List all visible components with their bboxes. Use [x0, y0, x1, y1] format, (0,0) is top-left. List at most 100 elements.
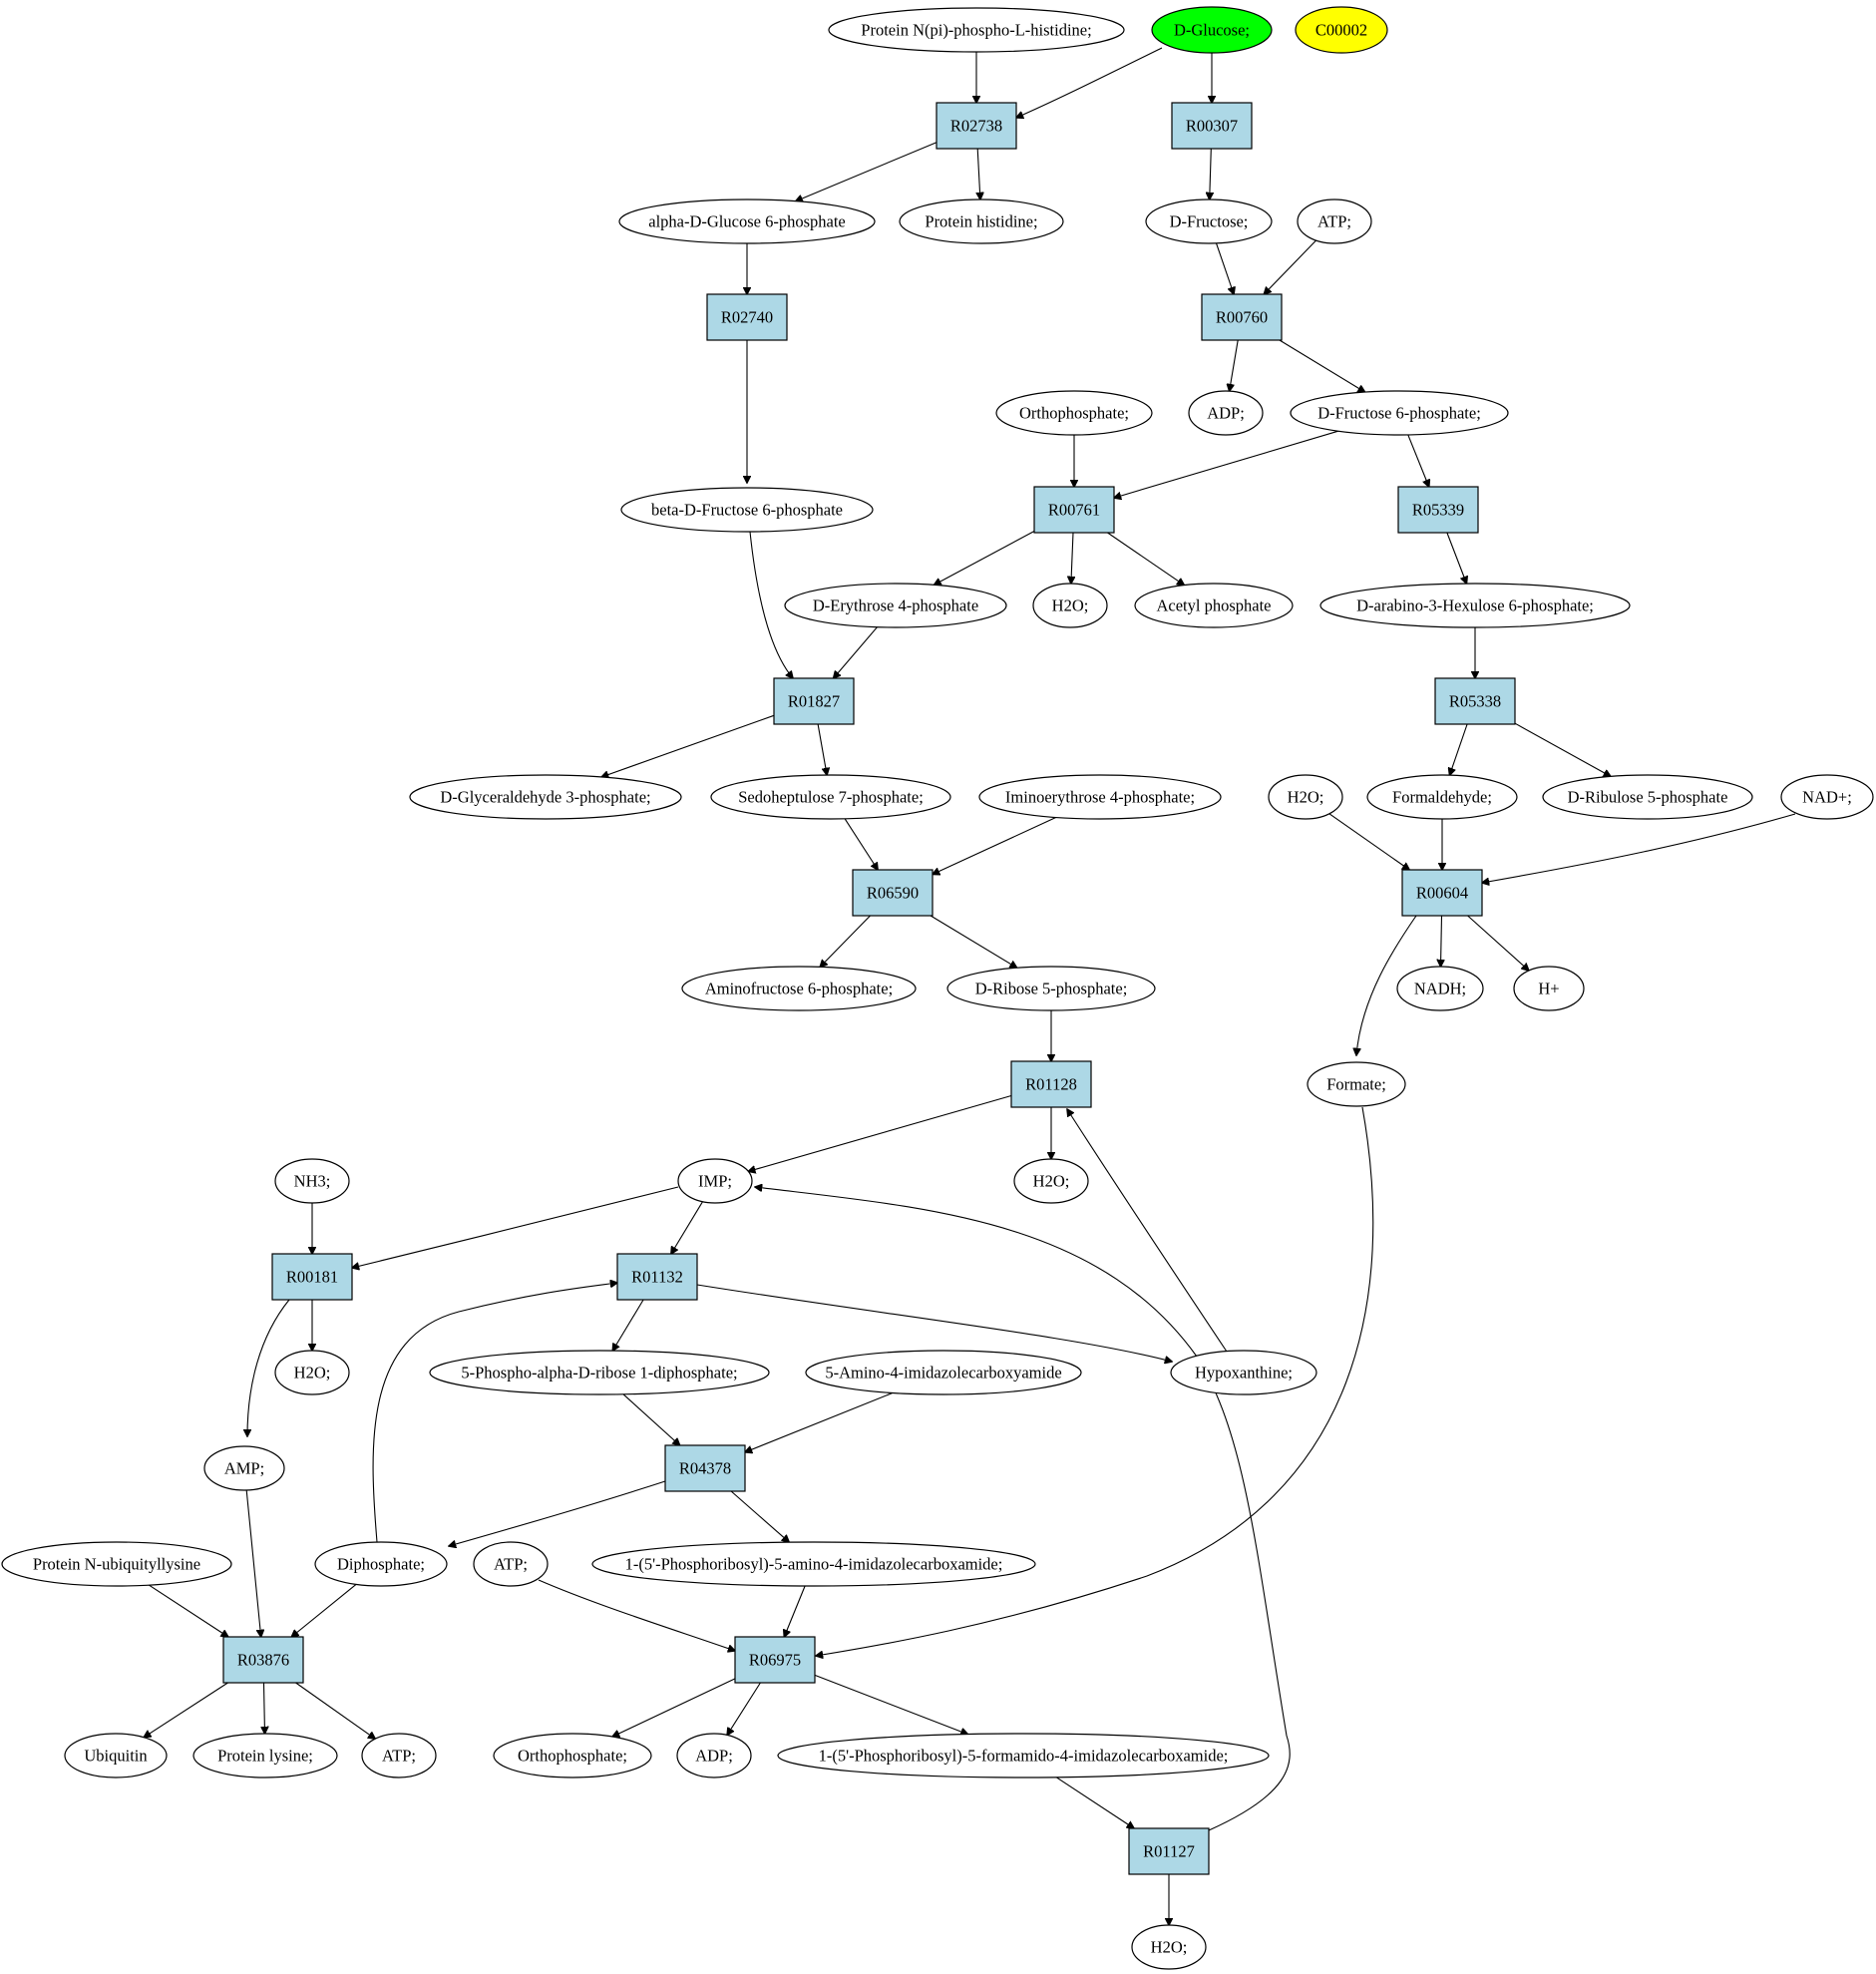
- reaction-node-r01127[interactable]: R01127: [1128, 1827, 1210, 1875]
- metabolite-node-acetyl-phosphate[interactable]: Acetyl phosphate: [1134, 583, 1294, 628]
- metabolite-ellipse: [473, 1541, 549, 1587]
- reaction-node-r05338[interactable]: R05338: [1434, 677, 1516, 725]
- metabolite-node-orthophosphate-bottom[interactable]: Orthophosphate;: [493, 1733, 652, 1778]
- metabolite-node-nad-plus[interactable]: NAD+;: [1780, 774, 1874, 820]
- metabolite-node-ubiquitin[interactable]: Ubiquitin: [64, 1733, 168, 1778]
- metabolite-node-d-glyceraldehyde-3p[interactable]: D-Glyceraldehyde 3-phosphate;: [409, 774, 682, 820]
- metabolite-node-beta-d-fructose-6p[interactable]: beta-D-Fructose 6-phosphate: [620, 487, 874, 533]
- node-label: R01827: [788, 692, 840, 711]
- reaction-node-r02740[interactable]: R02740: [706, 293, 788, 341]
- reaction-node-r00604[interactable]: R00604: [1401, 869, 1483, 917]
- reaction-node-r01132[interactable]: R01132: [616, 1253, 698, 1301]
- metabolite-node-iminoerythrose-4p[interactable]: Iminoerythrose 4-phosphate;: [978, 774, 1222, 820]
- metabolite-node-nadh[interactable]: NADH;: [1396, 966, 1484, 1011]
- metabolite-node-d-glucose[interactable]: D-Glucose;: [1151, 6, 1273, 54]
- reaction-node-r00761[interactable]: R00761: [1033, 486, 1115, 534]
- reaction-node-r01128[interactable]: R01128: [1010, 1060, 1092, 1108]
- metabolite-node-h2o-c[interactable]: H2O;: [1013, 1158, 1089, 1204]
- metabolite-node-aminofructose-6p[interactable]: Aminofructose 6-phosphate;: [681, 966, 917, 1011]
- metabolite-node-atp-bottom[interactable]: ATP;: [361, 1733, 437, 1778]
- metabolite-node-protein-npi-phospho-his[interactable]: Protein N(pi)-phospho-L-histidine;: [828, 7, 1125, 53]
- metabolite-node-d-ribose-5p[interactable]: D-Ribose 5-phosphate;: [946, 966, 1156, 1011]
- reaction-node-r05339[interactable]: R05339: [1397, 486, 1479, 534]
- metabolite-ellipse: [978, 774, 1222, 820]
- metabolite-node-protein-n-ubiquityllysine[interactable]: Protein N-ubiquityllysine: [1, 1541, 232, 1587]
- node-label: R00307: [1186, 117, 1238, 136]
- node-label: AMP;: [224, 1459, 264, 1478]
- reaction-node-r03876[interactable]: R03876: [222, 1636, 304, 1684]
- metabolite-node-aicar[interactable]: 1-(5'-Phosphoribosyl)-5-amino-4-imidazol…: [591, 1541, 1036, 1587]
- metabolite-node-d-fructose-6p[interactable]: D-Fructose 6-phosphate;: [1290, 390, 1509, 436]
- metabolite-ellipse: [1295, 6, 1388, 54]
- metabolite-node-formaldehyde[interactable]: Formaldehyde;: [1366, 774, 1518, 820]
- edge-r06590-to-d-ribose-5p: [930, 915, 1017, 968]
- edge-sedoheptulose-7p-to-r06590: [844, 818, 878, 870]
- reaction-node-r06975[interactable]: R06975: [734, 1636, 816, 1684]
- reaction-node-r00307[interactable]: R00307: [1171, 102, 1253, 150]
- metabolite-node-diphosphate[interactable]: Diphosphate;: [314, 1541, 448, 1587]
- metabolite-node-h2o-d[interactable]: H2O;: [274, 1350, 350, 1395]
- metabolite-node-h2o-a[interactable]: H2O;: [1032, 583, 1108, 628]
- metabolite-node-h2o-b[interactable]: H2O;: [1268, 774, 1343, 820]
- metabolite-node-amp[interactable]: AMP;: [203, 1445, 285, 1491]
- metabolite-ellipse: [1188, 390, 1264, 436]
- metabolite-node-nh3[interactable]: NH3;: [274, 1158, 350, 1204]
- reaction-node-r06590[interactable]: R06590: [852, 869, 934, 917]
- metabolite-ellipse: [1307, 1061, 1406, 1107]
- node-label: Hypoxanthine;: [1195, 1364, 1293, 1382]
- edge-r01827-to-sedoheptulose-7p: [817, 723, 827, 775]
- metabolite-node-h2o-e[interactable]: H2O;: [1131, 1924, 1207, 1970]
- edge-r00604-to-formate: [1356, 915, 1417, 1055]
- edge-imp-to-r00181: [352, 1186, 679, 1268]
- metabolite-node-formate[interactable]: Formate;: [1307, 1061, 1406, 1107]
- metabolite-node-faicar[interactable]: 1-(5'-Phosphoribosyl)-5-formamido-4-imid…: [777, 1733, 1270, 1778]
- metabolite-node-protein-histidine[interactable]: Protein histidine;: [899, 198, 1064, 244]
- metabolite-node-adp-bottom[interactable]: ADP;: [676, 1733, 752, 1778]
- edge-d-fructose-6p-to-r05339: [1407, 434, 1429, 487]
- metabolite-node-atp-top[interactable]: ATP;: [1297, 198, 1372, 244]
- metabolite-ellipse: [274, 1350, 350, 1395]
- reaction-node-r00760[interactable]: R00760: [1201, 293, 1283, 341]
- metabolite-node-d-arabino-3-hexulose-6p[interactable]: D-arabino-3-Hexulose 6-phosphate;: [1319, 583, 1631, 628]
- edge-r06975-to-orthophosphate-bottom: [612, 1678, 736, 1737]
- node-label: Diphosphate;: [337, 1555, 425, 1574]
- node-label: Aminofructose 6-phosphate;: [705, 980, 893, 998]
- metabolite-node-orthophosphate-top[interactable]: Orthophosphate;: [995, 390, 1153, 436]
- reaction-box: [1434, 677, 1516, 725]
- metabolite-node-alpha-d-glucose-6p[interactable]: alpha-D-Glucose 6-phosphate: [618, 198, 876, 244]
- node-label: R03876: [237, 1651, 289, 1670]
- metabolite-node-atp-mid[interactable]: ATP;: [473, 1541, 549, 1587]
- node-label: H2O;: [294, 1364, 331, 1382]
- edge-d-erythrose-4p-to-r01827: [834, 626, 878, 678]
- edge-r00604-to-h-plus: [1467, 915, 1529, 971]
- metabolite-node-d-fructose[interactable]: D-Fructose;: [1145, 198, 1273, 244]
- metabolite-node-hypoxanthine[interactable]: Hypoxanthine;: [1170, 1350, 1317, 1395]
- metabolite-node-imp[interactable]: IMP;: [677, 1158, 753, 1204]
- metabolite-node-c00002[interactable]: C00002: [1295, 6, 1388, 54]
- metabolite-node-h-plus[interactable]: H+: [1513, 966, 1585, 1011]
- reaction-node-r00181[interactable]: R00181: [271, 1253, 353, 1301]
- metabolite-node-adp-top[interactable]: ADP;: [1188, 390, 1264, 436]
- metabolite-node-sedoheptulose-7p[interactable]: Sedoheptulose 7-phosphate;: [710, 774, 951, 820]
- node-label: D-arabino-3-Hexulose 6-phosphate;: [1356, 596, 1594, 615]
- metabolite-node-prpp[interactable]: 5-Phospho-alpha-D-ribose 1-diphosphate;: [429, 1350, 770, 1395]
- metabolite-ellipse: [493, 1733, 652, 1778]
- edge-r06975-to-adp-bottom: [727, 1682, 761, 1735]
- metabolite-node-d-erythrose-4p[interactable]: D-Erythrose 4-phosphate: [784, 583, 1007, 628]
- reaction-node-r01827[interactable]: R01827: [773, 677, 855, 725]
- metabolite-ellipse: [1032, 583, 1108, 628]
- metabolite-ellipse: [591, 1541, 1036, 1587]
- edge-diphosphate-to-r01132: [372, 1283, 617, 1543]
- metabolite-ellipse: [1170, 1350, 1317, 1395]
- node-label: NADH;: [1414, 980, 1466, 998]
- metabolite-ellipse: [777, 1733, 1270, 1778]
- metabolite-node-d-ribulose-5p[interactable]: D-Ribulose 5-phosphate: [1542, 774, 1753, 820]
- node-label: Protein histidine;: [925, 212, 1037, 231]
- metabolite-ellipse: [899, 198, 1064, 244]
- metabolite-node-aica[interactable]: 5-Amino-4-imidazolecarboxyamide: [805, 1350, 1082, 1395]
- reaction-node-r04378[interactable]: R04378: [664, 1444, 746, 1492]
- reaction-box: [664, 1444, 746, 1492]
- metabolite-ellipse: [1297, 198, 1372, 244]
- reaction-node-r02738[interactable]: R02738: [936, 102, 1017, 150]
- metabolite-node-protein-lysine[interactable]: Protein lysine;: [192, 1733, 338, 1778]
